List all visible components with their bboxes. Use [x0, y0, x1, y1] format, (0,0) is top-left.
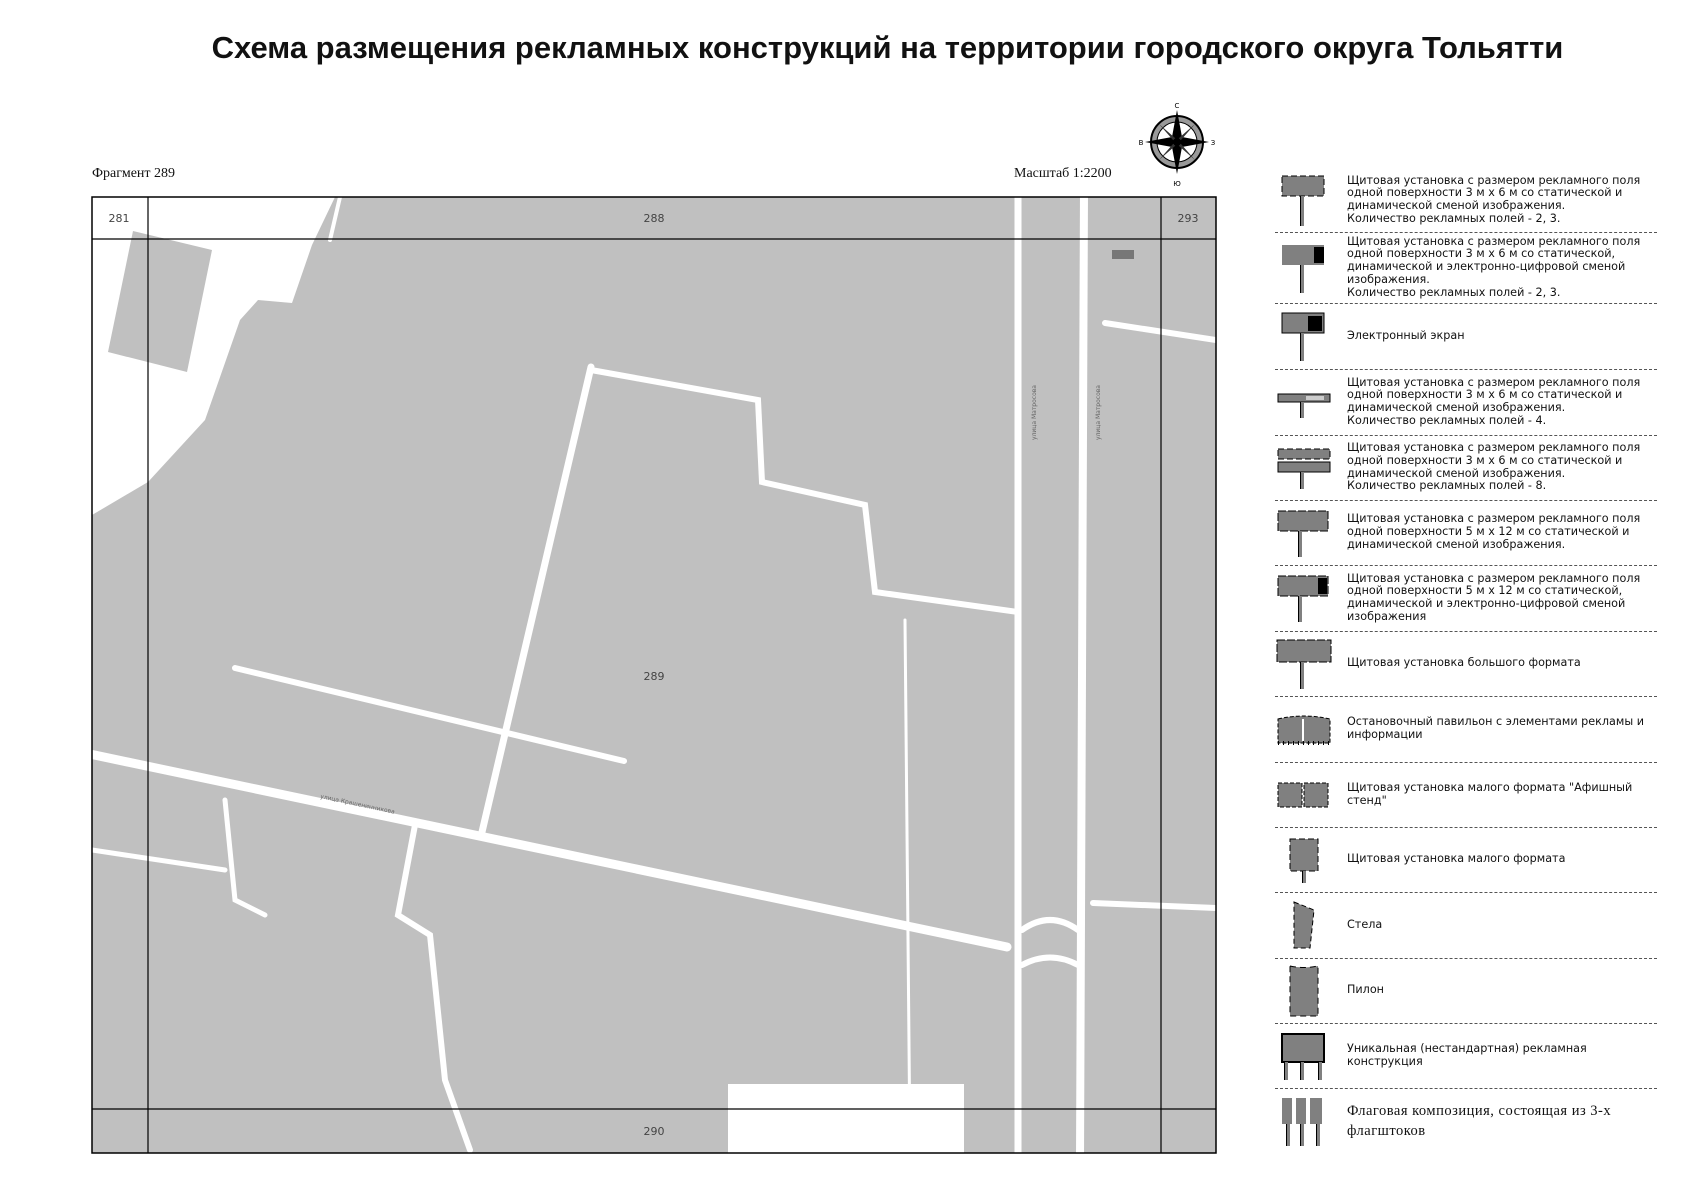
billboard-8-fields-icon: [1275, 447, 1333, 489]
legend-item: Щитовая установка с размером рекламного …: [1275, 500, 1657, 565]
street-label-matrosova-2: улица Матросова: [1095, 385, 1102, 440]
legend-item-label: Щитовая установка с размером рекламного …: [1347, 173, 1641, 225]
compass-rose-icon: С Ю В З: [1139, 102, 1216, 188]
flag-composition-icon: [1275, 1096, 1333, 1146]
legend-item: Щитовая установка с размером рекламного …: [1275, 232, 1657, 303]
legend-item-label: Стела: [1347, 917, 1383, 931]
legend-divider: [1275, 958, 1657, 959]
legend-divider: [1275, 762, 1657, 763]
poster-stand-icon: [1275, 779, 1333, 811]
legend-divider: [1275, 696, 1657, 697]
map-building: [108, 231, 212, 372]
sheet-label-293[interactable]: 293: [1178, 212, 1199, 225]
legend-item-label: Щитовая установка с размером рекламного …: [1347, 441, 1641, 493]
legend-item-label: Щитовая установка с размером рекламного …: [1347, 512, 1641, 551]
legend-divider: [1275, 369, 1657, 370]
legend-item-label: Щитовая установка малого формата "Афишны…: [1347, 780, 1633, 807]
legend-divider: [1275, 892, 1657, 893]
map-frame: [91, 196, 1217, 1154]
legend-divider: [1275, 565, 1657, 566]
legend-item-label: Щитовая установка с размером рекламного …: [1347, 234, 1641, 299]
legend-item-label: Электронный экран: [1347, 328, 1465, 342]
legend-divider: [1275, 232, 1657, 233]
billboard-5x12-icon: [1275, 509, 1333, 557]
pylon-icon: [1275, 964, 1333, 1018]
billboard-3x6-icon: [1275, 174, 1333, 226]
compass-north-label: С: [1175, 102, 1180, 110]
legend-item: Щитовая установка с размером рекламного …: [1275, 435, 1657, 500]
fragment-label: Фрагмент 289: [92, 166, 176, 181]
map-roads: [92, 197, 1216, 1153]
legend-item-label: Флаговая композиция, состоящая из 3-х фл…: [1347, 1102, 1612, 1139]
legend-divider: [1275, 500, 1657, 501]
scale-label: Масштаб 1:2200: [1014, 166, 1112, 181]
stele-icon: [1275, 900, 1333, 950]
legend-item: Стела: [1275, 892, 1657, 958]
map-land: [92, 197, 1216, 1153]
legend-divider: [1275, 1088, 1657, 1089]
legend-divider: [1275, 1023, 1657, 1024]
legend-item: Щитовая установка малого формата "Афишны…: [1275, 762, 1657, 827]
sheet-label-290[interactable]: 290: [644, 1125, 665, 1138]
compass-south-label: Ю: [1173, 180, 1181, 188]
legend-item: Пилон: [1275, 958, 1657, 1023]
legend-divider: [1275, 303, 1657, 304]
legend-item: Флаговая композиция, состоящая из 3-х фл…: [1275, 1088, 1657, 1153]
sheet-label-289: 289: [644, 670, 665, 683]
legend-item-label: Щитовая установка малого формата: [1347, 852, 1566, 866]
legend-item: Щитовая установка с размером рекламного …: [1275, 168, 1657, 232]
legend-item: Остановочный павильон с элементами рекла…: [1275, 696, 1657, 762]
legend-item-label: Щитовая установка с размером рекламного …: [1347, 571, 1641, 623]
map-advertising-marker[interactable]: [1112, 250, 1134, 259]
legend-item: Уникальная (нестандартная) рекламная кон…: [1275, 1023, 1657, 1088]
legend-item-label: Остановочный павильон с элементами рекла…: [1347, 715, 1645, 741]
legend-item: Щитовая установка с размером рекламного …: [1275, 369, 1657, 435]
legend-item: Щитовая установка большого формата: [1275, 631, 1657, 696]
sheet-label-281[interactable]: 281: [109, 212, 130, 225]
billboard-4-fields-icon: [1275, 384, 1333, 420]
street-label-matrosova: улица Матросова: [1031, 385, 1038, 440]
legend-item-label: Щитовая установка с размером рекламного …: [1347, 375, 1641, 427]
unique-construction-icon: [1275, 1032, 1333, 1080]
sheet-label-288[interactable]: 288: [644, 212, 665, 225]
legend-item-label: Пилон: [1347, 983, 1384, 997]
bus-stop-pavilion-icon: [1275, 713, 1333, 745]
billboard-5x12-digital-icon: [1275, 574, 1333, 622]
map-open-area-bottom: [728, 1084, 964, 1153]
legend-item: Щитовая установка малого формата: [1275, 827, 1657, 892]
legend-divider: [1275, 631, 1657, 632]
billboard-3x6-digital-icon: [1275, 243, 1333, 293]
legend-item: Щитовая установка с размером рекламного …: [1275, 565, 1657, 631]
compass-east-label: З: [1211, 139, 1216, 147]
legend-divider: [1275, 435, 1657, 436]
page-title: Схема размещения рекламных конструкций н…: [211, 30, 1564, 65]
legend-item: Электронный экран: [1275, 303, 1657, 369]
electronic-screen-icon: [1275, 311, 1333, 361]
small-format-billboard-icon: [1275, 837, 1333, 883]
legend-divider: [1275, 827, 1657, 828]
large-format-billboard-icon: [1275, 639, 1333, 689]
legend-item-label: Щитовая установка большого формата: [1347, 656, 1581, 670]
legend-item-label: Уникальная (нестандартная) рекламная кон…: [1347, 1041, 1587, 1068]
compass-west-label: В: [1139, 139, 1144, 147]
